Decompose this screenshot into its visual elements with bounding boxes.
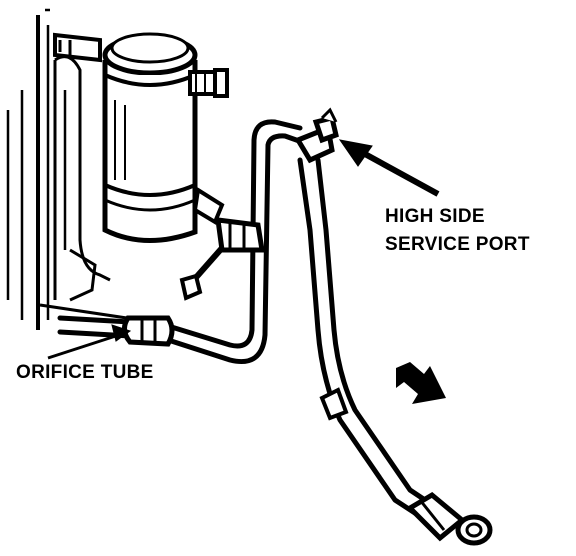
orifice-tube-arrow <box>47 324 132 360</box>
label-high-side-line1: HIGH SIDE <box>385 206 485 227</box>
line-coupling-mid <box>319 387 349 421</box>
service-port-arrow <box>338 139 440 197</box>
line-end-fitting <box>405 491 493 546</box>
line-clamp <box>215 217 265 253</box>
forward-arrow-icon <box>396 362 446 404</box>
refrigerant-line <box>57 119 431 518</box>
mounting-bracket <box>53 32 102 63</box>
accumulator-canister <box>102 32 198 243</box>
mounting-bolt <box>179 246 225 301</box>
label-high-side-line2: SERVICE PORT <box>385 234 530 255</box>
canister-bottom-fitting <box>192 186 225 225</box>
label-orifice-tube: ORIFICE TUBE <box>16 362 154 383</box>
high-side-service-port <box>294 107 339 164</box>
canister-side-fitting <box>188 68 229 98</box>
orifice-coupling <box>122 315 175 347</box>
